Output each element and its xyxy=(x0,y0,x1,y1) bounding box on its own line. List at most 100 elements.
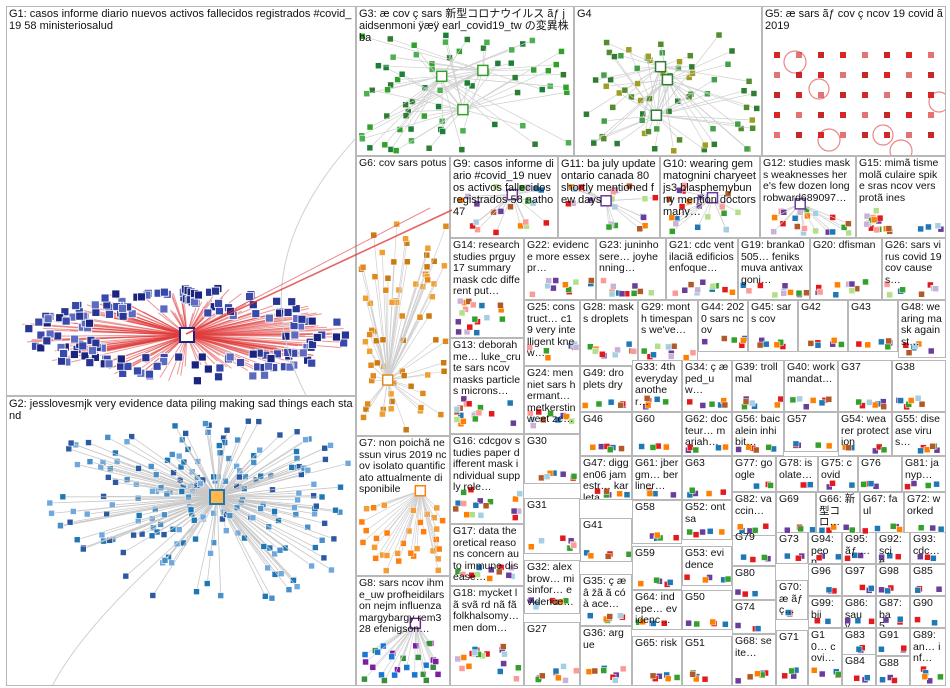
group-network-g3 xyxy=(358,32,572,154)
group-panel-g82: G82: vaccin… xyxy=(732,492,776,536)
group-network-g2 xyxy=(46,417,352,685)
group-label-g15: G15: mimã tisme molã culaire spike sras … xyxy=(859,157,942,204)
group-network-g65 xyxy=(649,671,681,682)
group-label-g5: G5: æ sars ãƒ cov ç ncov 19 covid ã 2019 xyxy=(765,8,946,32)
group-panel-g46: G46 xyxy=(580,412,632,456)
group-panel-g89: G89: an… inf… xyxy=(910,628,946,686)
group-network-g33 xyxy=(642,395,669,410)
group-network-g29 xyxy=(640,343,697,361)
group-panel-g96: G96 xyxy=(808,564,842,596)
group-panel-g8: G8: sars ncov ihme_uw profheidilarson ne… xyxy=(356,576,450,686)
group-panel-g80: G80 xyxy=(732,566,776,600)
group-panel-g92: G92: scie… xyxy=(876,532,910,564)
group-network-g94 xyxy=(815,552,841,562)
group-network-g75 xyxy=(826,480,856,491)
group-label-g65: G65: risk xyxy=(635,637,678,649)
group-panel-g77: G77: google xyxy=(732,456,776,492)
group-panel-g10: G10: wearing gemmatognini charyeetjs3 bl… xyxy=(660,156,760,238)
group-label-g32: G32: alexbrow… misinfor… evidence… xyxy=(527,561,575,608)
group-label-g61: G61: jbergm… berliner… xyxy=(635,457,679,492)
group-panel-g64: G64: indepe… evidenc… xyxy=(632,590,682,630)
group-network-g24 xyxy=(527,408,575,429)
group-panel-g87: G87: ba5… xyxy=(876,596,910,628)
group-label-g28: G28: masks droplets xyxy=(583,301,634,325)
group-label-g14: G14: research studies prguy17 summary ma… xyxy=(453,239,523,297)
group-network-g39 xyxy=(741,395,783,410)
group-network-g71 xyxy=(781,666,800,680)
group-label-g91: G91 xyxy=(879,629,899,641)
group-network-g92 xyxy=(878,552,902,561)
group-panel-g52: G52: ont sa xyxy=(682,500,732,540)
group-panel-g4: G4 xyxy=(574,6,762,156)
group-network-g20 xyxy=(814,278,869,299)
group-network-g41 xyxy=(583,549,631,560)
group-label-g33: G33: 4th everyday another… xyxy=(635,361,681,408)
group-panel-g14: G14: research studies prguy17 summary ma… xyxy=(450,238,524,338)
group-label-g16: G16: cdcgov studies paper different mask… xyxy=(453,435,521,493)
group-network-g91 xyxy=(878,644,908,654)
group-panel-g63: G63 xyxy=(682,456,732,500)
group-label-g38: G38 xyxy=(895,361,915,373)
group-label-g53: G53: evidence xyxy=(685,547,725,571)
group-label-g69: G69 xyxy=(779,493,799,505)
group-panel-g47: G47: diggen06 jamestr… karleta xyxy=(580,456,632,500)
group-network-g19 xyxy=(740,282,809,299)
group-panel-g91: G91 xyxy=(876,628,910,656)
group-label-g58: G58 xyxy=(635,501,655,513)
group-network-g27 xyxy=(535,663,579,684)
group-network-g69 xyxy=(784,524,815,534)
group-panel-g86: G86: sauv… xyxy=(842,596,876,628)
group-panel-g19: G19: branka0505… feniksmuva antivaxgoni… xyxy=(738,238,810,300)
group-panel-g66: G66: 新型コロ… xyxy=(816,492,860,536)
group-panel-g44: G44: 2020 sars ncov xyxy=(698,300,748,352)
group-network-g72 xyxy=(917,524,945,533)
group-label-g95: G95: ãƒ … xyxy=(845,533,871,557)
group-label-g89: G89: an… inf… xyxy=(913,629,941,664)
group-label-g60: G60 xyxy=(635,413,655,425)
group-network-g30 xyxy=(538,469,578,482)
group-label-g76: G76 xyxy=(861,457,881,469)
group-network-g52 xyxy=(686,528,726,538)
group-label-g12: G12: studies masks weaknesses here's few… xyxy=(763,157,853,204)
group-panel-g73: G73 xyxy=(776,532,808,564)
group-network-g61 xyxy=(645,487,677,499)
group-panel-g60: G60 xyxy=(632,412,682,456)
group-network-g35 xyxy=(587,612,626,624)
group-panel-g24: G24: men niet sars hermant… metkerstin w… xyxy=(524,366,580,434)
group-label-g75: G75: covid xyxy=(821,457,852,481)
group-label-g3: G3: æ cov ç sars 新型コロナウイルス ãƒ jaidsenmon… xyxy=(359,8,572,44)
group-panel-g13: G13: deborahme… luke_crute sars ncov mas… xyxy=(450,338,524,434)
group-label-g27: G27 xyxy=(527,623,547,635)
group-network-g5 xyxy=(774,50,945,155)
group-panel-g38: G38 xyxy=(892,360,946,412)
group-panel-g32: G32: alexbrow… misinfor… evidence… xyxy=(524,560,580,614)
group-panel-g22: G22: evidence more essexpr… xyxy=(524,238,596,300)
group-label-g17: G17: data theoretical reasons concern au… xyxy=(453,525,519,583)
group-label-g52: G52: ont sa xyxy=(685,501,729,525)
group-label-g9: G9: casos informe diario #covid_19 nuevo… xyxy=(453,158,554,218)
group-network-g55 xyxy=(917,442,941,455)
group-network-g14 xyxy=(455,297,506,336)
group-label-g86: G86: sauv… xyxy=(845,597,871,628)
group-panel-g83: G83 xyxy=(842,628,876,656)
group-label-g30: G30 xyxy=(527,435,547,447)
group-panel-g15: G15: mimã tisme molã culaire spike sras … xyxy=(856,156,946,238)
group-network-g79 xyxy=(740,553,772,563)
group-network-g43 xyxy=(855,337,893,350)
group-label-g45: G45: sars cov xyxy=(751,301,792,325)
group-network-g56 xyxy=(735,443,777,454)
group-panel-g5: G5: æ sars ãƒ cov ç ncov 19 covid ã 2019 xyxy=(762,6,946,156)
group-panel-g98: G98 xyxy=(876,564,910,596)
group-panel-g61: G61: jbergm… berliner… xyxy=(632,456,682,500)
group-label-g10: G10: wearing gemmatognini charyeetjs3 bl… xyxy=(663,158,759,218)
group-label-g70: G70: æ ãƒ ç… xyxy=(779,581,806,616)
group-network-g16 xyxy=(452,486,523,521)
group-label-g67: G67: faul xyxy=(863,493,898,517)
group-panel-g55: G55: disease virus… xyxy=(892,412,946,456)
group-network-g26 xyxy=(883,280,939,299)
group-panel-g76: G76 xyxy=(858,456,902,492)
group-label-g18: G18: mycket lã svã rd nã fã folkhalsomy…… xyxy=(453,587,522,634)
group-network-g13 xyxy=(453,395,517,428)
group-label-g36: G36: argue xyxy=(583,627,624,651)
group-network-g18 xyxy=(454,643,522,683)
